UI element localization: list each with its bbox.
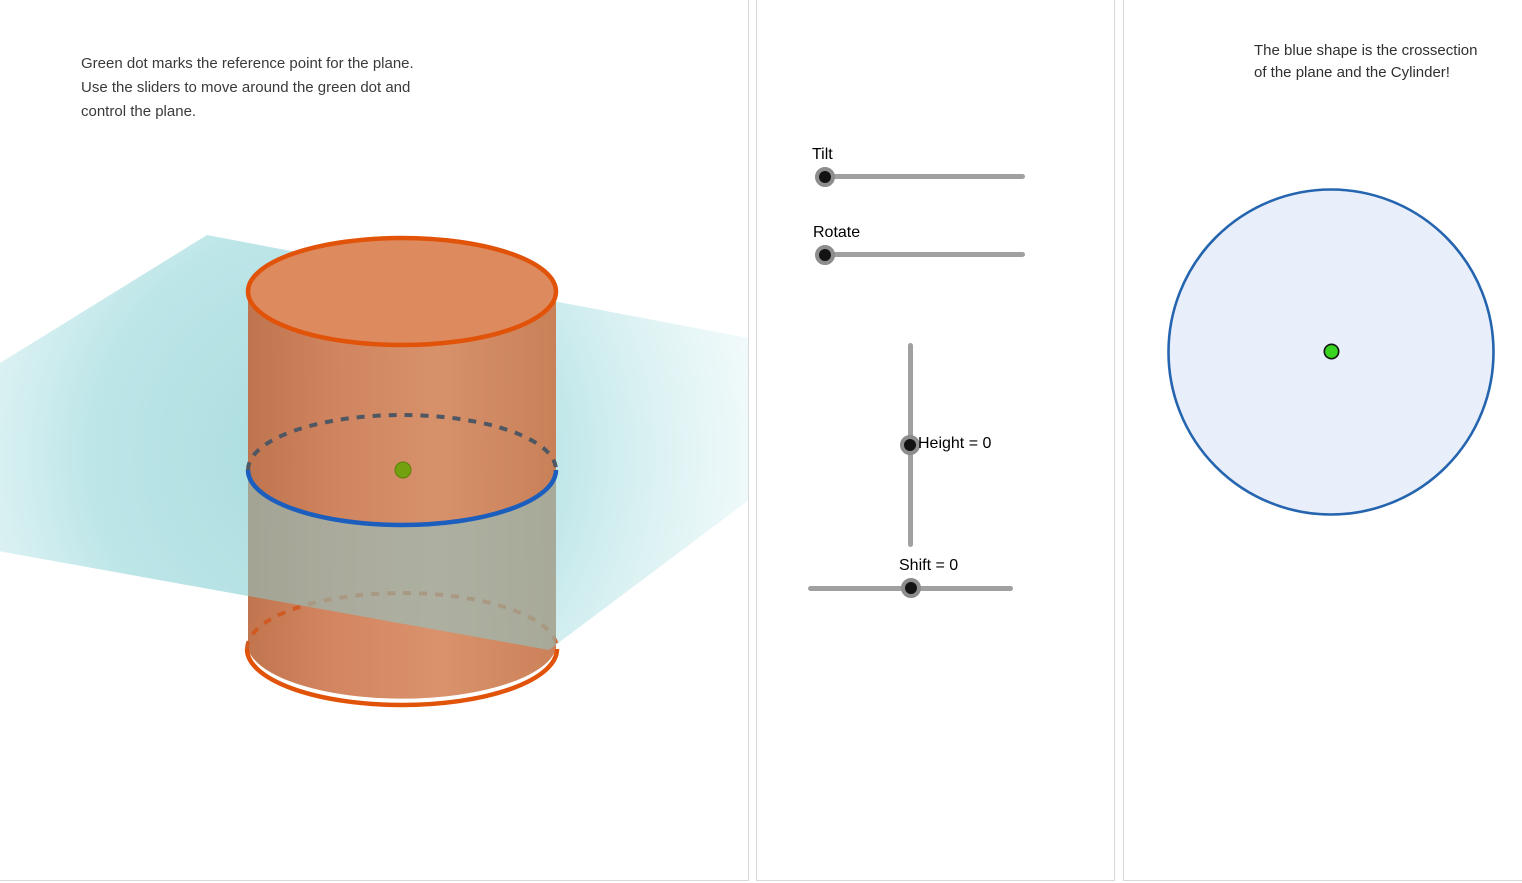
caption-line: The blue shape is the crossection bbox=[1254, 42, 1478, 59]
reference-point-2d bbox=[1323, 343, 1340, 360]
cross-section-caption: The blue shape is the crossection of the… bbox=[1254, 40, 1514, 84]
rotate-slider-label: Rotate bbox=[813, 224, 861, 241]
instructions-text: Green dot marks the reference point for … bbox=[81, 52, 471, 124]
rotate-slider-handle[interactable] bbox=[815, 245, 835, 265]
caption-line: of the plane and the Cylinder! bbox=[1254, 64, 1450, 81]
tilt-slider-label: Tilt bbox=[812, 146, 833, 163]
rotate-slider-track[interactable] bbox=[821, 252, 1025, 257]
height-slider-label: Height = 0 bbox=[918, 435, 992, 452]
cross-section-view bbox=[1167, 188, 1495, 516]
cylinder-top-face bbox=[245, 235, 559, 348]
hidden-edge-bottom-rim bbox=[245, 591, 559, 650]
3d-scene[interactable] bbox=[0, 0, 748, 880]
cross-section-panel: The blue shape is the crossection of the… bbox=[1123, 0, 1522, 881]
height-slider-handle[interactable] bbox=[900, 435, 920, 455]
tilt-slider-track[interactable] bbox=[821, 174, 1025, 179]
shift-slider-label: Shift = 0 bbox=[899, 557, 959, 574]
cross-section-front-edge bbox=[245, 469, 559, 528]
cylinder-bottom-rim bbox=[244, 648, 560, 708]
instructions-line: control the plane. bbox=[81, 103, 197, 120]
reference-point-3d[interactable] bbox=[394, 461, 412, 479]
3d-view-panel: Green dot marks the reference point for … bbox=[0, 0, 749, 881]
instructions-line: Use the sliders to move around the green… bbox=[81, 79, 411, 96]
controls-panel: Tilt Rotate Height = 0 Shift = 0 bbox=[756, 0, 1115, 881]
instructions-line: Green dot marks the reference point for … bbox=[81, 55, 414, 72]
shift-slider-handle[interactable] bbox=[901, 578, 921, 598]
tilt-slider-handle[interactable] bbox=[815, 167, 835, 187]
